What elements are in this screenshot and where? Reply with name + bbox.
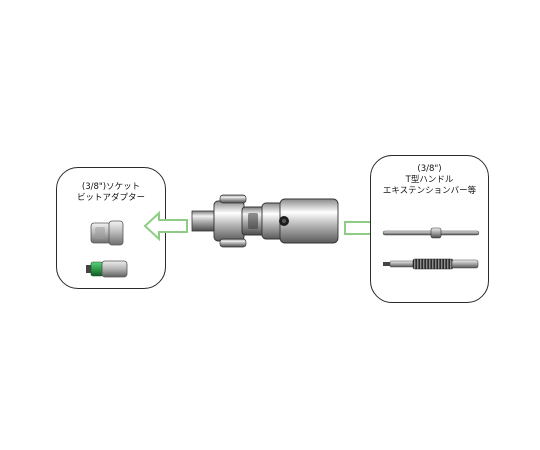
t-handle-image xyxy=(382,227,480,239)
right-caption-line-1: (3/8") xyxy=(417,164,442,174)
left-caption-line-2: ビットアダプター xyxy=(76,193,145,203)
socket-image xyxy=(90,220,124,246)
extension-bar-image xyxy=(383,258,479,270)
left-caption-line-1: (3/8")ソケット xyxy=(81,182,141,192)
right-panel-caption: (3/8") T型ハンドル エキステンションバー等 xyxy=(371,164,488,197)
bit-adapter-image xyxy=(86,260,128,278)
left-arrow-icon xyxy=(143,210,188,242)
right-compatible-items-panel: (3/8") T型ハンドル エキステンションバー等 xyxy=(370,155,489,303)
universal-joint-image xyxy=(191,194,339,248)
right-caption-line-3: エキステンションバー等 xyxy=(382,186,477,196)
right-caption-line-2: T型ハンドル xyxy=(405,175,454,185)
left-panel-caption: (3/8")ソケット ビットアダプター xyxy=(57,182,165,204)
